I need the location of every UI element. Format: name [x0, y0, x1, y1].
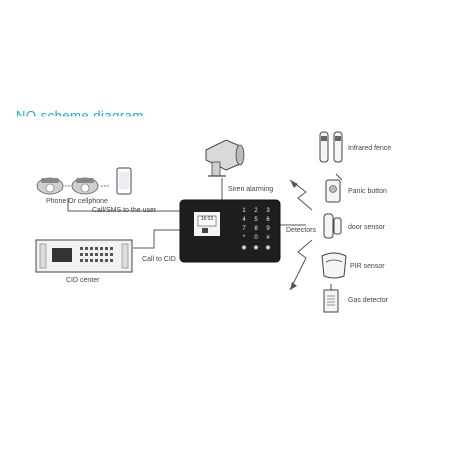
keypad-key[interactable]: 4 [242, 217, 246, 223]
zigzag-lower [289, 239, 313, 291]
keypad-key[interactable]: 9 [266, 226, 270, 232]
label-infrared: Infrared fence [348, 145, 392, 152]
keypad-key[interactable]: # [266, 235, 270, 241]
label-gas: Gas detector [348, 297, 389, 304]
wireless-zigzags [289, 179, 313, 291]
cellphone-icon [116, 167, 132, 195]
keypad-key[interactable]: * [242, 235, 246, 241]
siren-icon [205, 139, 245, 177]
label-siren: Siren alarming [228, 186, 274, 193]
connector-lines [67, 178, 306, 249]
panel-screen-time: 16:03 [200, 216, 214, 222]
alarm-panel-icon [179, 199, 281, 263]
label-door: door sensor [348, 224, 385, 231]
label-phone: Phone Or cellphone [46, 198, 108, 205]
door-sensor-icon [323, 213, 342, 239]
dots-separator [65, 185, 109, 187]
telephone-icon [71, 177, 99, 195]
keypad-key[interactable]: 8 [254, 226, 258, 232]
label-call-sms: Call/SMS to the user [92, 207, 157, 214]
cid-center-rack-icon [35, 239, 133, 273]
label-pir: PIR sensor [350, 263, 385, 270]
keypad-key[interactable]: 7 [242, 226, 246, 232]
infrared-fence-icon [319, 131, 343, 163]
keypad-key[interactable]: ◉ [241, 245, 247, 251]
label-panic: Panic button [348, 188, 387, 195]
label-detectors: Detectors [286, 227, 316, 234]
keypad-key[interactable]: ◉ [253, 245, 259, 251]
pir-sensor-icon [321, 252, 347, 279]
zigzag-upper [289, 179, 313, 211]
gas-detector-icon [323, 284, 339, 313]
line-phone-to-panel [67, 198, 180, 212]
keypad-key[interactable]: 5 [254, 217, 258, 223]
telephone-icon [36, 177, 64, 195]
keypad-key[interactable]: 0 [254, 235, 258, 241]
panel-keypad: 1 2 3 4 5 6 7 8 9 * 0 # ◉ ◉ ◉ [238, 208, 274, 253]
keypad-key[interactable]: 3 [266, 208, 270, 214]
line-cid-to-panel [133, 229, 180, 249]
keypad-key[interactable]: ◉ [265, 245, 271, 251]
diagram-title: NO scheme diagram [16, 108, 144, 123]
label-cid-center: CID center [66, 277, 100, 284]
keypad-key[interactable]: 1 [242, 208, 246, 214]
panic-button-icon [325, 173, 343, 203]
arrow-heads [290, 180, 298, 290]
keypad-key[interactable]: 2 [254, 208, 258, 214]
keypad-key[interactable]: 6 [266, 217, 270, 223]
label-call-cid: Call to CID [142, 256, 176, 263]
